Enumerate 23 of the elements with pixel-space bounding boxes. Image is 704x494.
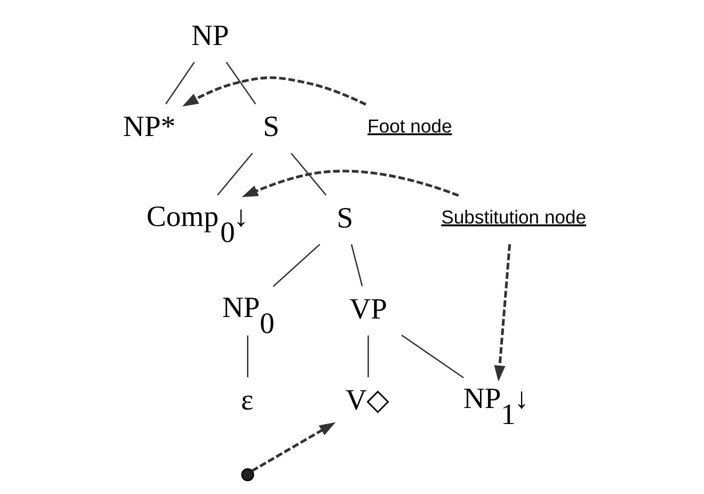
node-text: NP bbox=[190, 20, 229, 52]
node-text: VP bbox=[348, 293, 387, 326]
arrow bbox=[241, 170, 458, 198]
arrow bbox=[494, 244, 511, 382]
connector bbox=[216, 152, 252, 196]
arrow bbox=[182, 76, 366, 106]
node-text: Substitution node bbox=[440, 206, 586, 228]
node-text: ε bbox=[240, 384, 253, 416]
node-text: V◇ bbox=[344, 384, 388, 416]
connector bbox=[350, 244, 362, 286]
connector bbox=[246, 335, 248, 378]
connector bbox=[290, 152, 326, 196]
connector bbox=[164, 62, 194, 104]
connector bbox=[400, 334, 464, 378]
arrow bbox=[250, 422, 336, 472]
connector bbox=[272, 244, 320, 287]
connector bbox=[367, 335, 368, 378]
node-text: NP* bbox=[122, 111, 175, 144]
node-text: S bbox=[336, 202, 353, 234]
node-text: S bbox=[262, 111, 279, 144]
connector bbox=[225, 62, 256, 104]
node-circle bbox=[240, 468, 254, 482]
node-text: Foot node bbox=[367, 115, 452, 136]
